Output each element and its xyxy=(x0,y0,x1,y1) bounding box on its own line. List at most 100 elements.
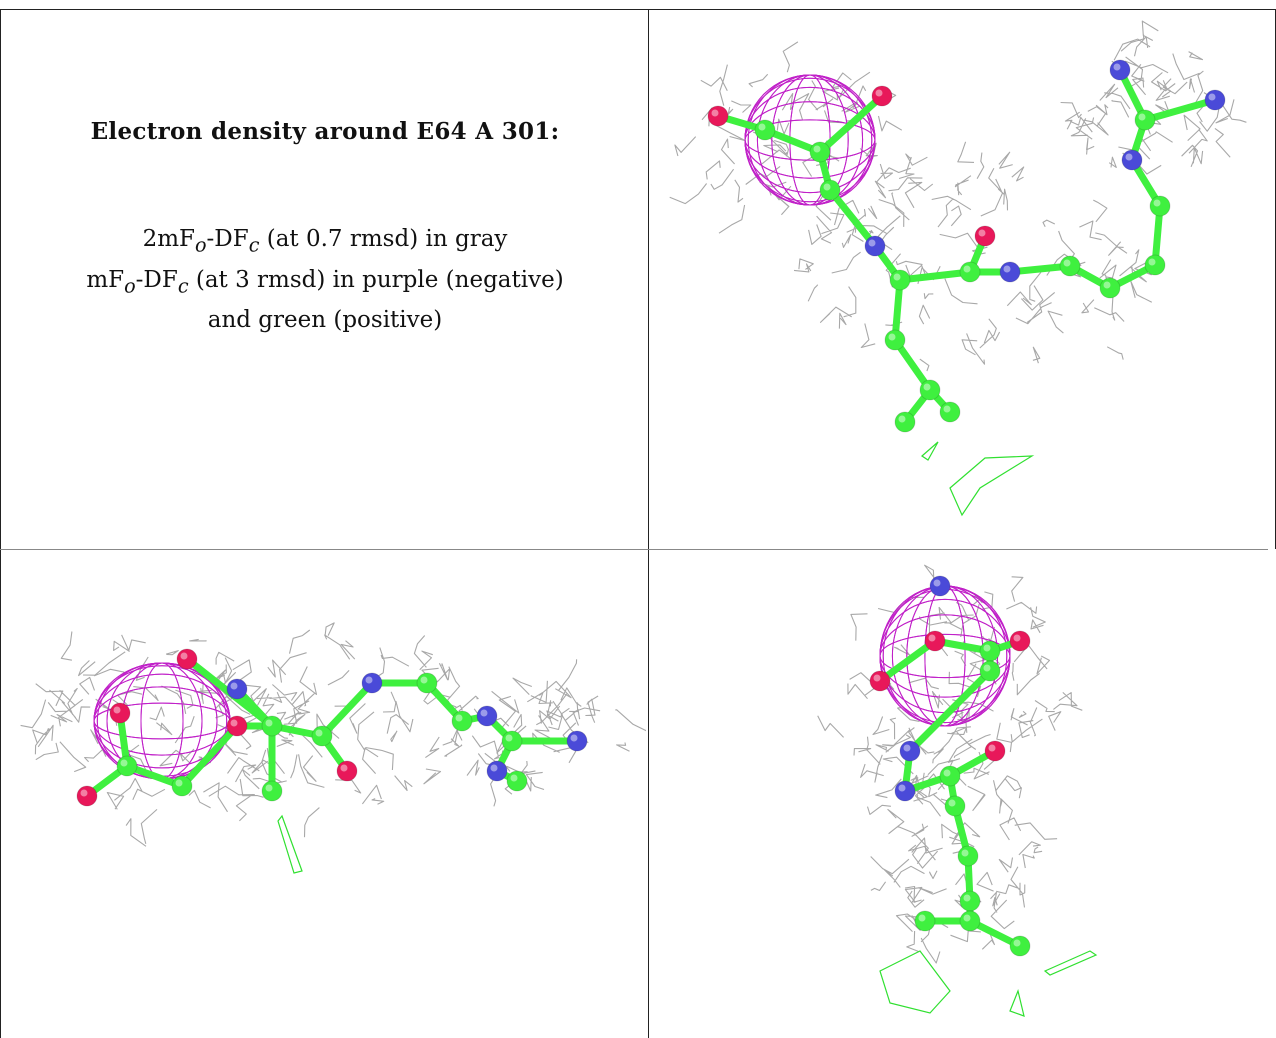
atom-highlight xyxy=(1208,93,1216,101)
atom xyxy=(261,715,283,737)
atom-highlight xyxy=(988,744,996,752)
atom-highlight xyxy=(868,239,876,247)
bond xyxy=(816,92,886,156)
atom xyxy=(707,105,729,127)
atom-highlight xyxy=(175,779,183,787)
atom xyxy=(984,740,1006,762)
atom xyxy=(1099,277,1121,299)
density-mesh-green xyxy=(879,950,951,1014)
atom xyxy=(754,119,776,141)
atom-highlight xyxy=(888,333,896,341)
atom xyxy=(1059,255,1081,277)
atom xyxy=(176,648,198,670)
atom xyxy=(929,575,951,597)
atom xyxy=(416,672,438,694)
molecule-view-bottom-left-icon xyxy=(20,622,646,874)
atom xyxy=(959,261,981,283)
atom-highlight xyxy=(1013,939,1021,947)
density-mesh-green xyxy=(921,441,939,461)
atom xyxy=(311,725,333,747)
atom-highlight xyxy=(923,383,931,391)
atom-highlight xyxy=(265,719,273,727)
density-mesh-green xyxy=(1009,989,1025,1017)
density-mesh-gray xyxy=(194,622,461,838)
atom-highlight xyxy=(898,415,906,423)
atom xyxy=(871,85,893,107)
atom xyxy=(1009,630,1031,652)
atom xyxy=(944,795,966,817)
atom-highlight xyxy=(265,784,273,792)
table-center-divider xyxy=(648,9,649,1038)
atom xyxy=(1149,195,1171,217)
atom xyxy=(476,705,498,727)
table-left-border xyxy=(0,9,1,1038)
density-mesh-green xyxy=(277,814,303,874)
atom xyxy=(76,785,98,807)
atom xyxy=(924,630,946,652)
atom-highlight xyxy=(315,729,323,737)
atom xyxy=(974,225,996,247)
atom xyxy=(899,740,921,762)
atom xyxy=(979,660,1001,682)
atom xyxy=(501,730,523,752)
atom-highlight xyxy=(1013,634,1021,642)
atom xyxy=(894,411,916,433)
atom-highlight xyxy=(813,145,821,153)
molecule-view-bottom-right-icon xyxy=(817,564,1098,1017)
atom xyxy=(1109,59,1131,81)
atom-highlight xyxy=(983,664,991,672)
atom xyxy=(1134,109,1156,131)
atom-highlight xyxy=(758,123,766,131)
atom xyxy=(957,845,979,867)
atom xyxy=(869,670,891,692)
density-mesh-green xyxy=(949,455,1035,517)
atom-highlight xyxy=(928,634,936,642)
atom xyxy=(939,401,961,423)
bond xyxy=(1006,262,1074,276)
bond xyxy=(1141,96,1219,124)
table-top-border xyxy=(0,9,1276,10)
atom-highlight xyxy=(230,682,238,690)
atom-highlight xyxy=(1138,113,1146,121)
atom xyxy=(486,760,508,782)
atom-highlight xyxy=(113,706,121,714)
atom-highlight xyxy=(823,183,831,191)
atom xyxy=(1009,935,1031,957)
atom xyxy=(914,910,936,932)
atom xyxy=(506,770,528,792)
atom-highlight xyxy=(1113,63,1121,71)
bond xyxy=(178,722,241,790)
atom-highlight xyxy=(1153,199,1161,207)
atom xyxy=(919,379,941,401)
atom-highlight xyxy=(505,734,513,742)
molecule-view-top-right-icon xyxy=(669,20,1247,517)
atom-highlight xyxy=(893,273,901,281)
atom-highlight xyxy=(918,914,926,922)
atom-highlight xyxy=(80,789,88,797)
bond xyxy=(896,268,974,284)
atom-highlight xyxy=(933,579,941,587)
atom-highlight xyxy=(963,894,971,902)
atom xyxy=(999,261,1021,283)
atom xyxy=(1144,254,1166,276)
atom-highlight xyxy=(365,676,373,684)
bond xyxy=(891,276,904,344)
atom xyxy=(884,329,906,351)
atom-highlight xyxy=(711,109,719,117)
atom xyxy=(361,672,383,694)
atom-highlight xyxy=(120,759,128,767)
atom-highlight xyxy=(948,799,956,807)
atom xyxy=(959,910,981,932)
atom xyxy=(894,780,916,802)
bond xyxy=(906,667,994,755)
atom-highlight xyxy=(340,764,348,772)
atom-highlight xyxy=(963,265,971,273)
bond xyxy=(891,336,934,394)
caption-line-green: and green (positive) xyxy=(207,307,443,334)
atom-highlight xyxy=(230,719,238,727)
caption-line-gray: 2mFo-DFc (at 0.7 rmsd) in gray xyxy=(142,226,508,257)
atom-highlight xyxy=(978,229,986,237)
atom xyxy=(451,710,473,732)
atom-highlight xyxy=(180,652,188,660)
caption-title: Electron density around E64 A 301: xyxy=(90,118,560,145)
